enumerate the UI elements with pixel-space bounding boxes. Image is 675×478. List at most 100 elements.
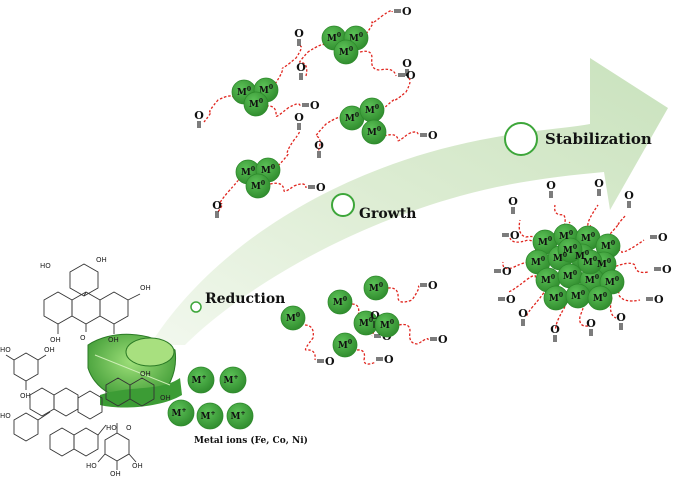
ligand-chain	[203, 95, 235, 123]
svg-text:O: O	[508, 195, 518, 208]
svg-text:OH: OH	[44, 346, 55, 354]
stabilizing-ligand	[507, 274, 537, 293]
metal-ion-sphere	[167, 399, 195, 427]
svg-text:O: O	[296, 61, 306, 74]
carbonyl-group: O	[402, 57, 412, 76]
carbonyl-group: O	[546, 179, 556, 198]
svg-text:O: O	[80, 334, 86, 342]
carbonyl-group: O	[518, 307, 528, 326]
stabilizing-ligand	[579, 295, 589, 327]
svg-text:O: O	[402, 5, 412, 18]
svg-text:O: O	[314, 139, 324, 152]
svg-text:O: O	[316, 181, 326, 194]
carbonyl-group: O	[394, 5, 412, 18]
carbonyl-group: O	[296, 61, 306, 80]
reduction-label: Reduction	[205, 291, 286, 307]
ligand-chain	[277, 131, 300, 167]
svg-text:O: O	[502, 265, 512, 278]
svg-text:O: O	[438, 333, 448, 346]
zero-valent-atom	[332, 332, 358, 358]
carbonyl-group: O	[430, 333, 448, 346]
carbonyl-group: O	[586, 317, 596, 336]
svg-text:O: O	[294, 27, 304, 40]
metal-ion-sphere	[196, 402, 224, 430]
carbonyl-group: O	[212, 199, 222, 218]
svg-text:O: O	[212, 199, 222, 212]
nanoparticle-atom	[557, 237, 583, 263]
svg-text:O: O	[294, 111, 304, 124]
carbonyl-group: O	[646, 293, 664, 306]
cluster-atom	[243, 91, 269, 117]
carbonyl-group: O	[302, 99, 320, 112]
carbonyl-group: O	[616, 311, 626, 330]
svg-text:O: O	[402, 57, 412, 70]
process-arrow	[150, 58, 668, 345]
ligand-chain	[315, 116, 343, 153]
zero-valent-atom	[374, 312, 400, 338]
growth-label: Growth	[359, 206, 417, 222]
ligand-chain	[387, 285, 420, 303]
metal-ion-sphere	[187, 366, 215, 394]
svg-text:O: O	[506, 293, 516, 306]
svg-text:HO: HO	[0, 346, 11, 354]
carbonyl-group: O	[294, 111, 304, 130]
ligand-chain	[299, 43, 326, 77]
svg-text:O: O	[194, 109, 204, 122]
svg-text:O: O	[594, 177, 604, 190]
metal-ion-group: M+M+M+M+M+	[167, 366, 254, 430]
growth-stage-marker	[331, 193, 355, 217]
svg-text:O: O	[624, 189, 634, 202]
carbonyl-group: O	[294, 27, 304, 46]
svg-text:O: O	[658, 231, 668, 244]
cluster-atom	[333, 39, 359, 65]
metal-ions-caption: Metal ions (Fe, Co, Ni)	[194, 436, 308, 446]
svg-text:O: O	[616, 311, 626, 324]
carbonyl-group: O	[308, 181, 326, 194]
svg-text:HO: HO	[86, 462, 97, 470]
svg-text:OH: OH	[160, 394, 171, 402]
plant-molecule-structures-image	[5, 263, 155, 470]
svg-text:O: O	[428, 129, 438, 142]
svg-text:HO: HO	[106, 424, 117, 432]
metal-ion-sphere	[226, 402, 254, 430]
carbonyl-group: O	[594, 177, 604, 196]
ligand-chain	[274, 45, 302, 85]
stabilizing-ligand	[611, 262, 649, 274]
carbonyl-group: O	[194, 109, 204, 128]
carbonyl-group: O	[508, 195, 518, 214]
carbonyl-group: O	[376, 353, 394, 366]
carbonyl-group: O	[650, 231, 668, 244]
ligand-chain	[269, 182, 307, 192]
stabilizing-ligand	[526, 288, 547, 317]
zero-valent-atoms-group: M0OM0OM0OM0OM0OM0O	[280, 275, 448, 368]
svg-text:OH: OH	[140, 370, 151, 378]
svg-text:O: O	[550, 323, 560, 336]
svg-text:OH: OH	[132, 462, 143, 470]
ligand-chain	[359, 50, 397, 77]
metal-ion-sphere	[219, 366, 247, 394]
carbonyl-group: O	[550, 323, 560, 342]
svg-text:O: O	[406, 69, 416, 82]
reduction-stage-marker	[190, 301, 202, 313]
carbonyl-group: O	[654, 263, 672, 276]
nanoparticle-atom	[587, 285, 613, 311]
stabilizing-ligand	[555, 295, 568, 331]
zero-valent-atom	[327, 289, 353, 315]
carbonyl-group: O	[314, 139, 324, 158]
ligand-chain	[383, 131, 419, 142]
carbonyl-group: O	[624, 189, 634, 208]
ligand-chain	[304, 324, 316, 361]
stabilization-stage-marker	[504, 122, 538, 156]
svg-text:O: O	[126, 424, 132, 432]
zero-valent-atom	[363, 275, 389, 301]
svg-text:OH: OH	[50, 336, 61, 344]
ligand-chain	[381, 77, 411, 111]
stabilizing-ligand	[502, 261, 533, 270]
carbonyl-group: O	[502, 229, 520, 242]
carbonyl-group: O	[420, 279, 438, 292]
svg-text:O: O	[510, 229, 520, 242]
svg-text:O: O	[662, 263, 672, 276]
